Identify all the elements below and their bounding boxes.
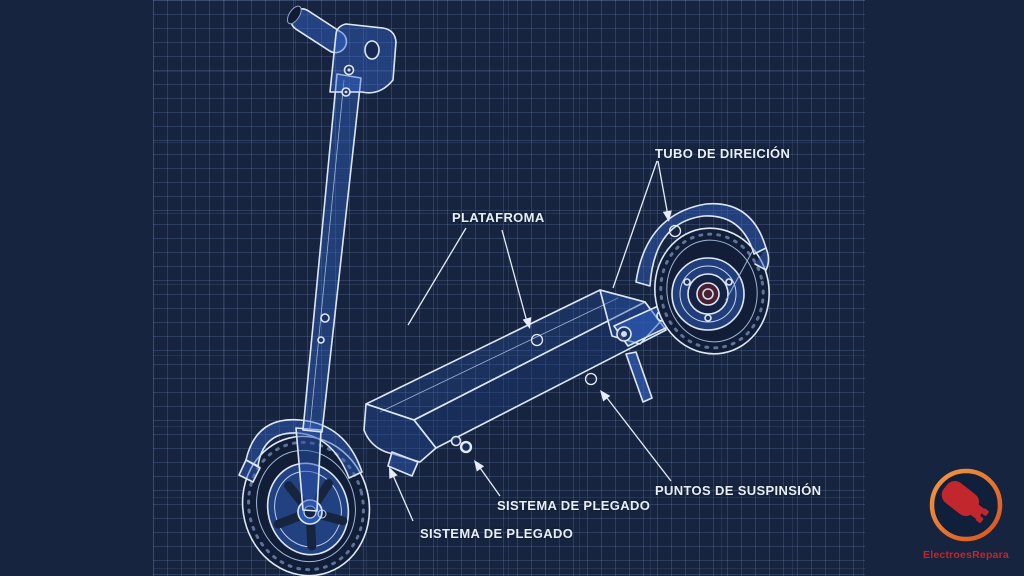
steering-tube [302, 73, 362, 433]
leader-target-circle [459, 440, 473, 454]
leader-steering-tube [657, 160, 669, 217]
leader-lines [389, 160, 682, 522]
handlebar-head [286, 5, 397, 97]
leader-steering-tube-long [612, 160, 658, 289]
leader-platform-left [407, 227, 467, 326]
leader-suspension [603, 393, 672, 482]
leader-target-circle [668, 224, 682, 238]
label-folding-system-upper: SISTEMA DE PLEGADO [497, 498, 651, 513]
brand-logo-mark [929, 468, 1003, 542]
brand-logo: ElectroesRepara [918, 468, 1014, 561]
leader-folding-upper [477, 464, 501, 497]
label-platform: PLATAFROMA [452, 210, 545, 225]
label-folding-system-lower: SISTEMA DE PLEGADO [420, 526, 574, 541]
leader-folding-lower [391, 472, 414, 522]
label-steering-tube: TUBO DE DIREICIÓN [655, 146, 791, 161]
ev-charging-plug-icon [941, 481, 989, 523]
kickstand [625, 351, 653, 403]
leader-platform-right [501, 229, 528, 323]
front-fender [238, 418, 363, 512]
label-suspension-points: PUNTOS DE SUSPINSIÓN [655, 483, 822, 498]
deck-platform [363, 289, 667, 477]
rear-wheel [654, 227, 770, 355]
leader-target-circle [530, 333, 544, 347]
brand-name: ElectroesRepara [923, 549, 1009, 561]
leader-target-circle [584, 372, 598, 386]
scooter-drawing [238, 5, 770, 576]
